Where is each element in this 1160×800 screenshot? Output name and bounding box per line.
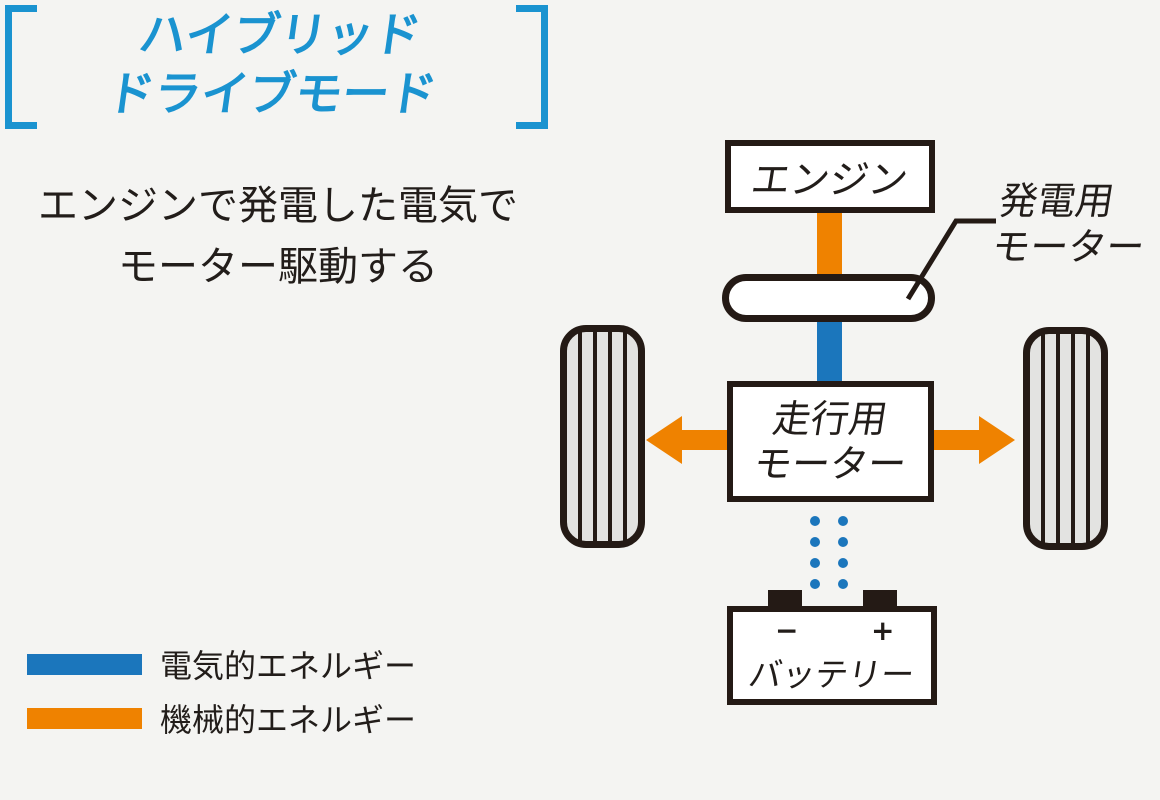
figure-title-line1: ハイブリッド (135, 8, 425, 63)
figure-title-line2: ドライブモード (103, 67, 441, 122)
generator-callout-label: 発電用 モーター (989, 178, 1156, 270)
mechanical-arrow-left (646, 416, 732, 464)
generator-motor-pill (722, 274, 935, 322)
dotted-link-column (838, 516, 848, 589)
motor-to-battery-electric-dotted-link (810, 516, 848, 589)
electric-dot (838, 558, 848, 568)
mechanical-energy-label: 機械的エネルギー (160, 701, 417, 739)
drive-motor-label-line1: 走行用 (770, 396, 892, 441)
arrow-right-head-icon (979, 416, 1015, 464)
left-wheel (560, 325, 645, 548)
arrow-right-shaft (930, 430, 986, 450)
legend-item-electric: 電気的エネルギー (27, 644, 417, 685)
figure-description-line2: モーター駆動する (118, 244, 438, 290)
legend-item-mechanical: 機械的エネルギー (27, 698, 417, 739)
figure-description: エンジンで発電した電気で モーター駆動する (0, 176, 556, 298)
right-wheel (1023, 327, 1108, 550)
dotted-link-column (810, 516, 820, 589)
drive-motor-label-line2: モーター (751, 441, 911, 486)
drive-motor-box: 走行用 モーター (727, 381, 934, 502)
electric-dot (838, 537, 848, 547)
battery-positive-post (863, 590, 897, 607)
figure-title: ハイブリッド ドライブモード (22, 6, 531, 124)
mechanical-arrow-right (930, 416, 1015, 464)
electric-dot (810, 558, 820, 568)
battery-label: バッテリー (746, 655, 918, 694)
engine-to-generator-mechanical-connector (817, 205, 842, 285)
battery-negative-post (768, 590, 802, 607)
battery-minus-sign: − (775, 614, 799, 647)
generator-callout-line1: 発電用 (996, 179, 1118, 223)
battery-box: − + バッテリー (727, 606, 937, 705)
electric-dot (810, 579, 820, 589)
left-bracket-decoration (5, 5, 37, 129)
electric-energy-swatch (27, 653, 142, 675)
figure-description-line1: エンジンで発電した電気で (38, 183, 518, 229)
electric-dot (810, 537, 820, 547)
mechanical-energy-swatch (27, 707, 142, 729)
electric-dot (810, 516, 820, 526)
electric-energy-label: 電気的エネルギー (160, 647, 417, 685)
generator-callout-line2: モーター (988, 225, 1148, 269)
battery-plus-sign: + (871, 614, 895, 647)
engine-box: エンジン (725, 140, 935, 213)
generator-to-motor-electric-connector (817, 310, 842, 390)
electric-dot (838, 516, 848, 526)
electric-dot (838, 579, 848, 589)
engine-box-label: エンジン (747, 157, 912, 203)
arrow-left-shaft (676, 430, 732, 450)
right-bracket-decoration (516, 5, 548, 129)
